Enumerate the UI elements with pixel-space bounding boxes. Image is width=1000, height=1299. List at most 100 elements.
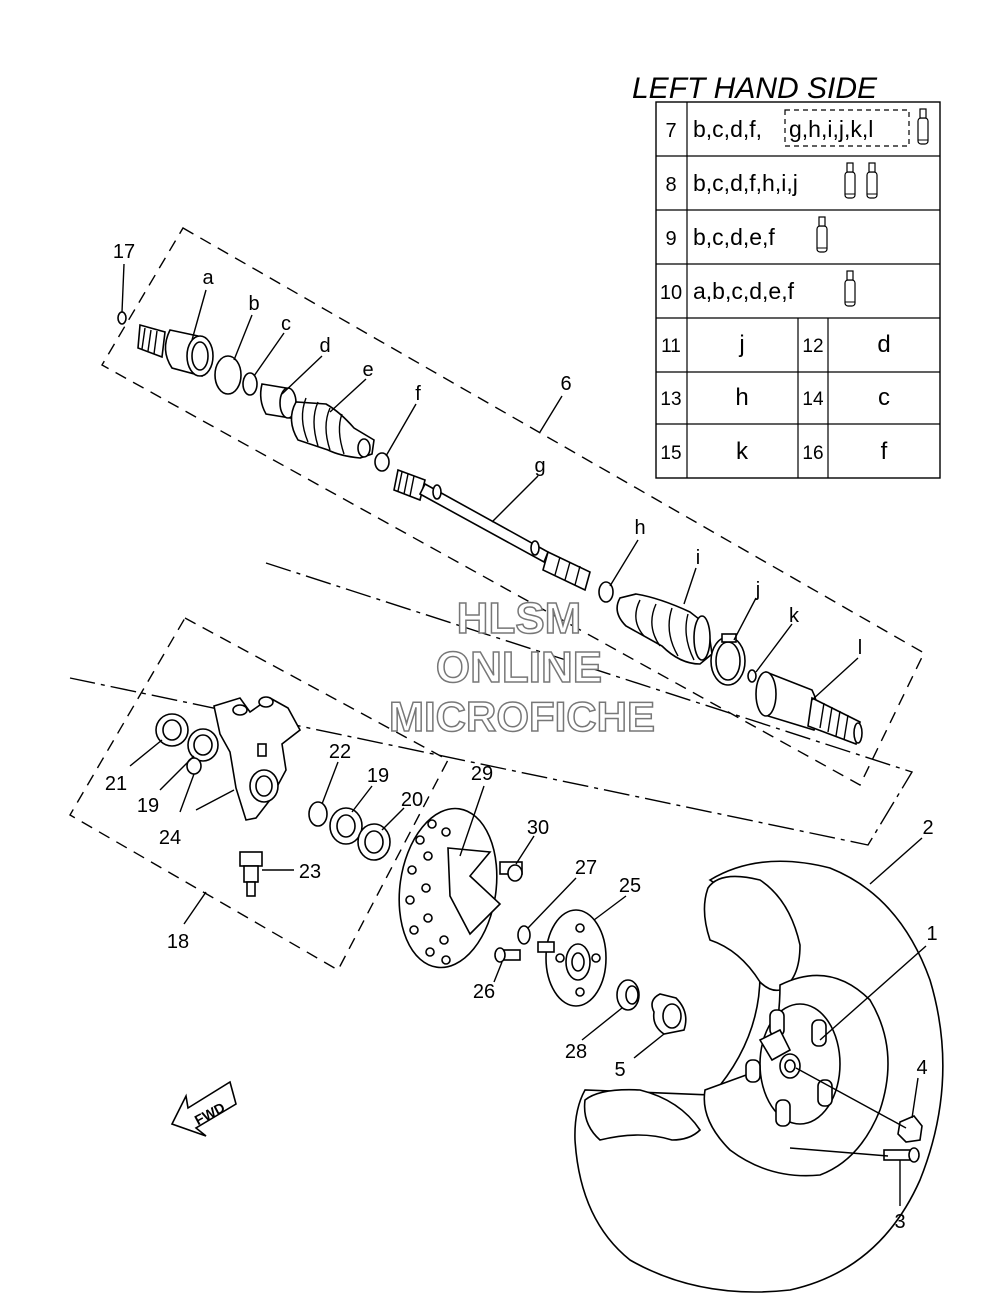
circlip-17	[117, 311, 127, 325]
legend-row-16-number: 16	[802, 443, 823, 464]
boot-band-d	[259, 383, 297, 420]
callout-23: 23	[299, 861, 321, 883]
legend-row-7-boxed-parts: g,h,i,j,k,l	[789, 116, 873, 142]
forward-direction-arrow: FWD	[170, 1080, 237, 1137]
watermark-line-3: MICROFICHE	[389, 693, 655, 740]
grease-tube-icon	[844, 270, 856, 307]
circlip-k	[747, 669, 757, 683]
callout-labels: 17 a b c d e f 6 g h i j k l 21 19 24 22…	[105, 241, 938, 1233]
callout-g: g	[534, 455, 545, 477]
callout-19-right: 19	[367, 765, 389, 787]
legend-row-14-part: c	[878, 384, 890, 411]
callout-f: f	[415, 383, 421, 405]
callout-30: 30	[527, 817, 549, 839]
legend-row-11-number: 11	[661, 336, 681, 357]
callout-26: 26	[473, 981, 495, 1003]
watermark-line-1: HLSM	[457, 594, 582, 643]
callout-3: 3	[894, 1211, 905, 1233]
knuckle-assembly-outline	[69, 617, 449, 971]
legend-row-15-part: k	[736, 438, 749, 465]
drive-shaft-assembly-outline	[101, 227, 925, 786]
callout-21: 21	[105, 773, 127, 795]
callout-18: 18	[167, 931, 189, 953]
cap-5	[651, 993, 687, 1035]
grease-tube-icon	[816, 216, 828, 253]
legend-row-9-number: 9	[665, 228, 676, 250]
legend-row-11-part: j	[738, 331, 744, 358]
legend-row-8-number: 8	[665, 174, 676, 196]
bearing-21	[155, 713, 189, 747]
legend-row-7-parts: b,c,d,f,	[693, 116, 762, 142]
leader-lines	[121, 263, 927, 1206]
o-ring-27	[517, 925, 531, 945]
callout-h: h	[634, 517, 645, 539]
inner-boot-i	[616, 593, 713, 665]
legend-row-16-part: f	[881, 438, 888, 465]
legend-row-10-parts: a,b,c,d,e,f	[693, 278, 795, 304]
callout-22: 22	[329, 741, 351, 763]
legend-row-12-part: d	[877, 331, 890, 358]
boot-band-j	[710, 633, 746, 686]
wheel-rim-1	[703, 974, 889, 1177]
valve-stem-3	[883, 1147, 920, 1163]
nut-28	[616, 979, 640, 1011]
bolt-26	[494, 947, 521, 963]
callout-25: 25	[619, 875, 641, 897]
callout-c: c	[281, 313, 291, 335]
callout-4: 4	[916, 1057, 927, 1079]
callout-b: b	[248, 293, 259, 315]
legend-row-12-number: 12	[802, 336, 823, 357]
legend-row-15-number: 15	[660, 443, 681, 464]
callout-28: 28	[565, 1041, 587, 1063]
inner-cv-joint-l	[755, 670, 863, 746]
watermark: HLSM ONLINE MICROFICHE	[388, 593, 656, 741]
oil-seal-22	[308, 801, 328, 827]
callout-i: i	[696, 547, 700, 569]
legend-row-14-number: 14	[802, 389, 824, 410]
lug-nut-4	[897, 1115, 923, 1143]
bolt-30	[499, 861, 523, 882]
callout-5: 5	[614, 1059, 625, 1081]
boot-e	[290, 397, 375, 459]
callout-24: 24	[159, 827, 181, 849]
callout-l: l	[858, 637, 862, 659]
legend-row-7-boxed-group	[784, 109, 910, 147]
callout-j: j	[755, 579, 760, 601]
bearing-20	[357, 823, 391, 861]
circlip-c	[242, 372, 258, 396]
callout-19-left: 19	[137, 795, 159, 817]
legend-table: LEFT HAND SIDE 7 b,c,d,f, g,h,i,j,k,l 8 …	[632, 72, 941, 479]
outer-cv-joint-a	[137, 323, 214, 377]
legend-title: LEFT HAND SIDE	[632, 72, 878, 105]
callout-27: 27	[575, 857, 597, 879]
legend-row-7-number: 7	[665, 120, 676, 142]
wheel-hub-25	[537, 909, 607, 1007]
watermark-line-2: ONLINE	[436, 643, 602, 692]
callout-k: k	[789, 605, 800, 627]
drive-shaft-g	[393, 468, 591, 592]
legend-row-8-parts: b,c,d,f,h,i,j	[693, 170, 798, 196]
callout-29: 29	[471, 763, 493, 785]
callout-a: a	[202, 267, 214, 289]
legend-row-13-number: 13	[660, 389, 681, 410]
clip-ring-b	[214, 355, 242, 395]
ball-joint-23	[239, 851, 263, 897]
grease-tube-icon	[866, 162, 878, 199]
brake-disc-29	[398, 807, 502, 969]
bearing-19-right	[329, 807, 363, 845]
boot-band-h	[598, 581, 614, 603]
boot-band-f	[374, 452, 390, 472]
callout-1: 1	[926, 923, 937, 945]
callout-6: 6	[560, 373, 571, 395]
callout-20: 20	[401, 789, 423, 811]
callout-17: 17	[113, 241, 135, 263]
grease-tube-icon	[917, 108, 929, 145]
legend-row-13-part: h	[735, 384, 748, 411]
steering-knuckle	[195, 696, 302, 821]
knuckle-area-outline	[69, 562, 914, 846]
legend-row-9-parts: b,c,d,e,f	[693, 224, 775, 250]
legend-row-10-number: 10	[660, 282, 682, 304]
bearing-19-left	[187, 728, 219, 762]
callout-2: 2	[922, 817, 933, 839]
